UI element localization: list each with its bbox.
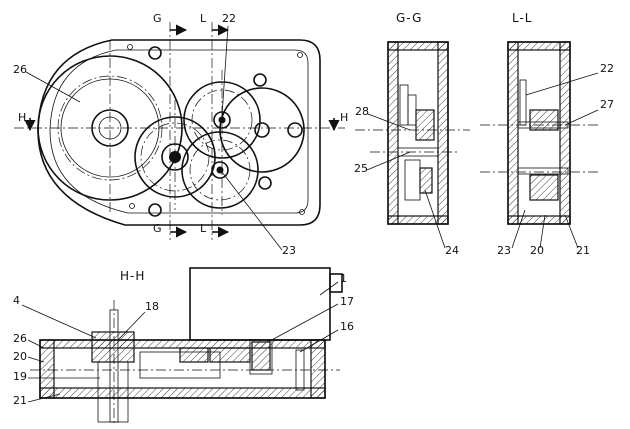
- part-label-25: 25: [354, 162, 368, 175]
- gear-22: [183, 81, 261, 159]
- section-hh: H-H 1 4 18 17 16 26 20: [13, 267, 354, 425]
- cut-mark-h-right: H: [340, 111, 348, 124]
- right-idler-hub: [254, 122, 270, 138]
- cut-mark-g-bottom: G: [153, 222, 162, 235]
- cut-mark-h-left: H: [18, 111, 26, 124]
- part-label-4: 4: [13, 294, 20, 307]
- housing-outline: [37, 39, 321, 226]
- pin-3: [297, 52, 303, 58]
- pin-2: [129, 203, 135, 209]
- part-label-18: 18: [145, 300, 159, 313]
- pin-1: [127, 44, 133, 50]
- pin-4: [299, 209, 305, 215]
- part-label-22-front: 22: [222, 12, 236, 25]
- right-bore: [287, 122, 303, 138]
- part-label-19: 19: [13, 370, 27, 383]
- cut-mark-l-bottom: L: [200, 222, 207, 235]
- section-gg: G-G 28 25 24: [354, 11, 470, 257]
- part-label-26-hh: 26: [13, 332, 27, 345]
- part-label-20-hh: 20: [13, 350, 27, 363]
- title-gg: G-G: [396, 11, 422, 25]
- screw-hole-bottom-left: [148, 203, 162, 217]
- part-label-22: 22: [600, 62, 614, 75]
- screw-hole-top-left: [148, 46, 162, 60]
- title-hh: H-H: [120, 269, 145, 283]
- section-ll: L-L 22 27 23 20 21: [480, 11, 614, 257]
- right-idler: [219, 87, 305, 173]
- part-label-1: 1: [340, 272, 347, 285]
- screw-hole-top-right: [253, 73, 267, 87]
- gear-22-pitch: [191, 89, 253, 151]
- part-label-16: 16: [340, 320, 354, 333]
- cut-mark-g-top: G: [153, 12, 162, 25]
- part-label-28: 28: [355, 105, 369, 118]
- front-view: G L G L H H 26 22 23: [13, 12, 348, 257]
- part-label-26-front: 26: [13, 63, 27, 76]
- screw-hole-bottom-right: [258, 176, 272, 190]
- part-label-21-hh: 21: [13, 394, 27, 407]
- cut-mark-l-top: L: [200, 12, 207, 25]
- part-label-21: 21: [576, 244, 590, 257]
- part-label-17: 17: [340, 295, 354, 308]
- part-label-27: 27: [600, 98, 614, 111]
- part-label-20: 20: [530, 244, 544, 257]
- part-label-24: 24: [445, 244, 459, 257]
- title-ll: L-L: [512, 11, 533, 25]
- part-label-23: 23: [497, 244, 511, 257]
- center-gear-pitch: [140, 122, 210, 192]
- part-label-23-front: 23: [282, 244, 296, 257]
